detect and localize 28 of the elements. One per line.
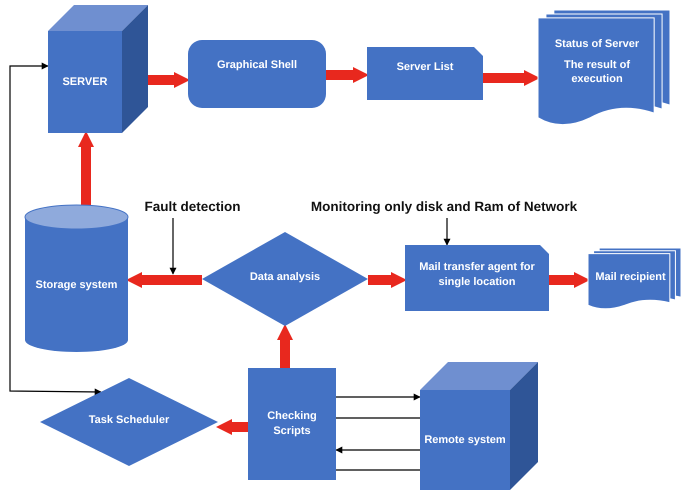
node-label: Graphical Shell	[216, 58, 298, 72]
annotation-text: Monitoring only disk and Ram of Network	[310, 198, 578, 216]
block-arrow	[277, 324, 293, 368]
block-arrow	[549, 272, 590, 288]
arrow	[335, 446, 420, 454]
arrow	[9, 62, 102, 396]
node-label: Mail recipient	[595, 270, 666, 284]
node-label: Checking Scripts	[266, 409, 318, 439]
block-arrow	[126, 272, 202, 288]
block-arrow	[148, 72, 190, 88]
node-label: Remote system	[424, 432, 506, 448]
block-arrow	[216, 419, 248, 435]
node-label: Data analysis	[250, 270, 320, 284]
node-label: SERVER	[62, 74, 108, 90]
block-arrow	[368, 272, 407, 288]
block-arrow	[78, 131, 94, 205]
node-label: Status of Server	[554, 36, 640, 52]
node-label: The result of execution	[562, 58, 631, 88]
arrow	[444, 218, 450, 246]
block-arrow	[483, 70, 540, 86]
node-label: Task Scheduler	[88, 413, 170, 428]
leader-line	[170, 218, 176, 275]
node-label: Mail transfer agent for single location	[418, 260, 536, 290]
annotation-text: Fault detection	[144, 198, 240, 216]
arrow	[336, 394, 421, 400]
block-arrow	[326, 67, 369, 83]
node-label: Storage system	[36, 278, 118, 292]
node-label: Server List	[396, 60, 454, 74]
